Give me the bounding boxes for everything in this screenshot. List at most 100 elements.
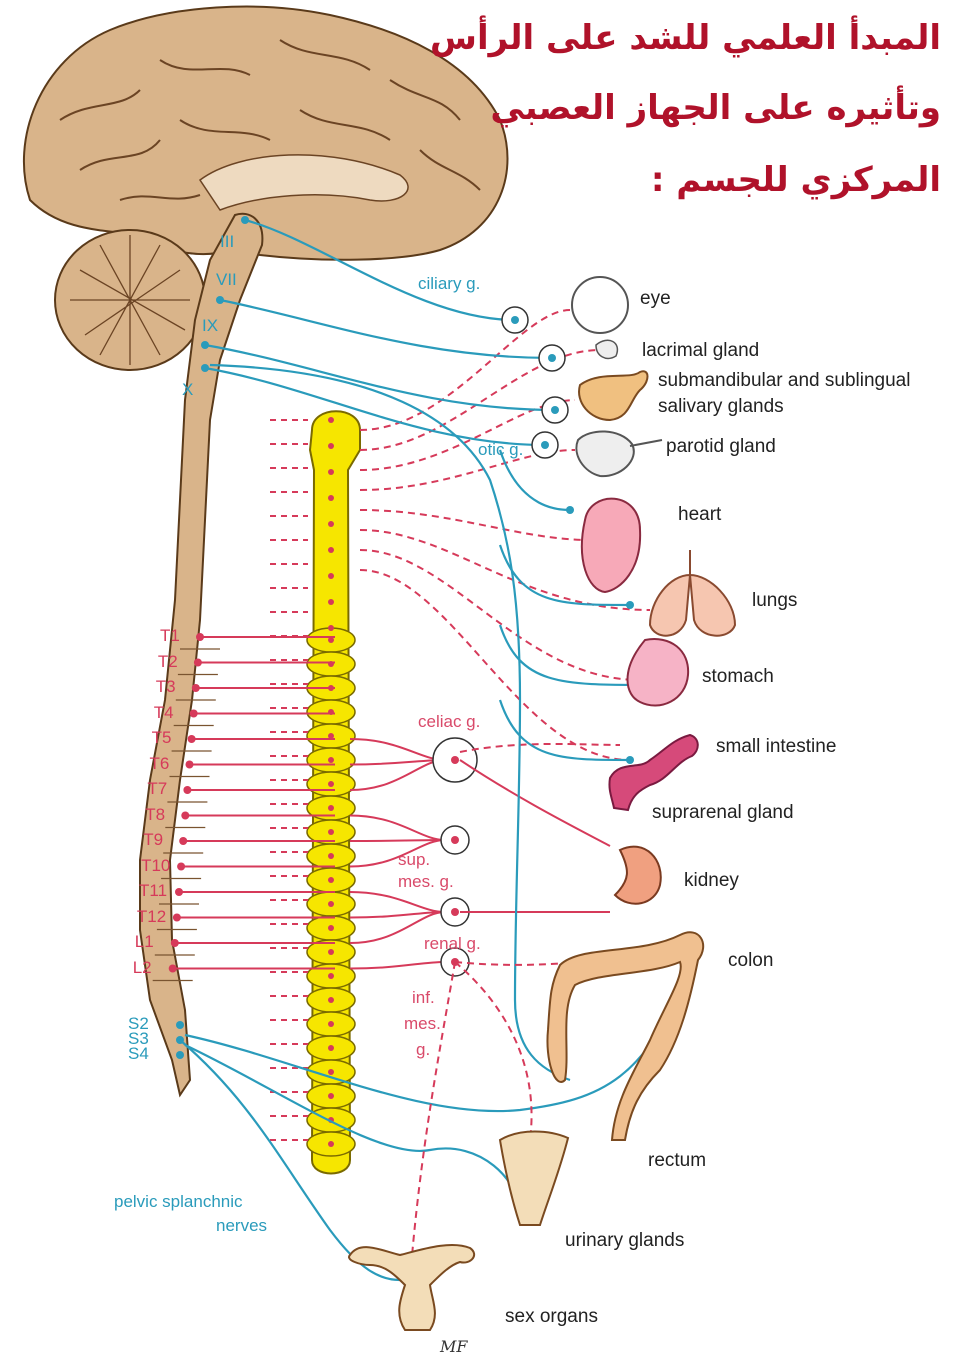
otic-ganglion-label: otic g. xyxy=(478,440,523,460)
chain-ganglion-dot xyxy=(328,781,334,787)
eye-organ xyxy=(572,277,628,333)
organ-terminal xyxy=(626,601,634,609)
chain-ganglion-dot xyxy=(328,901,334,907)
spinal-segment-label: T10 xyxy=(141,856,170,876)
spinal-segment-label: T1 xyxy=(160,626,180,646)
cranial-parasympathetic xyxy=(205,345,555,410)
cerebellum xyxy=(55,230,205,370)
chain-ganglion-dot xyxy=(328,469,334,475)
title-line-2: وتأثيره على الجهاز العصبي xyxy=(490,88,941,128)
small-intestine-organ xyxy=(609,735,697,810)
inf-mes-ganglion-label-2: mes. xyxy=(404,1014,441,1034)
splanchnic-fiber xyxy=(350,739,445,760)
signature-mark: MF xyxy=(439,1337,468,1356)
rectum-label: rectum xyxy=(648,1150,706,1172)
sympathetic-pelvic xyxy=(410,962,455,1280)
kidney-organ xyxy=(615,847,661,904)
ganglion-dot xyxy=(451,836,459,844)
spinal-segment-label: T8 xyxy=(145,805,165,825)
chain-ganglion-dot xyxy=(328,925,334,931)
chain-ganglion-dot xyxy=(328,757,334,763)
pelvic-nerve-sex xyxy=(180,1040,400,1280)
sympathetic-dashed xyxy=(360,570,630,760)
lungs-label: lungs xyxy=(752,590,797,612)
stomach-label: stomach xyxy=(702,666,774,688)
lungs-organ xyxy=(650,550,735,636)
colon-label: colon xyxy=(728,950,773,972)
chain-ganglion-dot xyxy=(328,521,334,527)
colon-organ xyxy=(547,932,703,1140)
small-intestine-label: small intestine xyxy=(716,736,836,758)
chain-ganglion-dot xyxy=(328,1093,334,1099)
spinal-segment-label: T9 xyxy=(143,830,163,850)
submandibular-label-2: salivary glands xyxy=(658,396,784,418)
chain-ganglion-dot xyxy=(328,949,334,955)
chain-ganglion-dot xyxy=(328,829,334,835)
ganglion-dot xyxy=(451,756,459,764)
parotid-organ xyxy=(576,431,662,476)
cranial-nerve-label: IX xyxy=(202,316,218,336)
suprarenal-gland-label: suprarenal gland xyxy=(652,802,794,824)
lacrimal-gland-label: lacrimal gland xyxy=(642,340,759,362)
sup-mes-ganglion-label-2: mes. g. xyxy=(398,872,454,892)
pelvic-splanchnic-label-2: nerves xyxy=(216,1216,267,1236)
chain-ganglion-dot xyxy=(328,877,334,883)
chain-ganglion-dot xyxy=(328,417,334,423)
sympathetic-bladder xyxy=(455,962,532,1140)
submandibular-label-1: submandibular and sublingual xyxy=(658,370,910,392)
chain-ganglion-dot xyxy=(328,573,334,579)
vagus-nerve xyxy=(210,365,570,1080)
submandibular-organ xyxy=(579,371,647,420)
chain-ganglion-dot xyxy=(328,1021,334,1027)
organ-terminal xyxy=(566,506,574,514)
inf-mes-ganglion-label-3: g. xyxy=(416,1040,430,1060)
splanchnic-fiber xyxy=(350,816,445,841)
title-line-3: المركزي للجسم : xyxy=(651,160,941,200)
celiac-to-organ xyxy=(460,760,610,846)
sympathetic-dashed xyxy=(360,510,590,540)
ganglion-dot xyxy=(511,316,519,324)
spinal-segment-label: T6 xyxy=(150,754,170,774)
spinal-segment-label: T12 xyxy=(137,907,166,927)
sex-organ xyxy=(349,1245,474,1330)
spinal-segment-label: T4 xyxy=(154,703,174,723)
cranial-nerve-label: III xyxy=(220,232,234,252)
sup-mes-ganglion-label-1: sup. xyxy=(398,850,430,870)
spinal-segment-label: T5 xyxy=(152,728,172,748)
splanchnic-fiber xyxy=(350,840,445,841)
cranial-nerve-label: VII xyxy=(216,270,237,290)
cranial-nerve-label: X xyxy=(182,380,193,400)
chain-ganglion-dot xyxy=(328,805,334,811)
chain-ganglion-dot xyxy=(328,853,334,859)
spinal-segment-label: T2 xyxy=(158,652,178,672)
lacrimal-organ xyxy=(596,340,617,358)
sacral-nucleus xyxy=(176,1051,184,1059)
spinal-segment-label: L1 xyxy=(135,932,154,952)
stomach-organ xyxy=(628,639,689,705)
ciliary-ganglion-label: ciliary g. xyxy=(418,274,480,294)
ganglion-dot xyxy=(541,441,549,449)
spinal-segment-label: T11 xyxy=(139,881,167,901)
kidney-label: kidney xyxy=(684,870,739,892)
eye-label: eye xyxy=(640,288,671,310)
cranial-parasympathetic xyxy=(220,300,552,358)
chain-ganglion-dot xyxy=(328,547,334,553)
chain-ganglion-dot xyxy=(328,997,334,1003)
splanchnic-fiber xyxy=(350,962,445,969)
ganglion-dot xyxy=(548,354,556,362)
pelvic-nerve-colon xyxy=(185,960,690,1111)
chain-ganglion-dot xyxy=(328,443,334,449)
chain-ganglion-dot xyxy=(328,973,334,979)
chain-ganglion-dot xyxy=(328,1069,334,1075)
sacral-nucleus xyxy=(176,1021,184,1029)
renal-ganglion-label: renal g. xyxy=(424,934,481,954)
inf-mes-ganglion-label-1: inf. xyxy=(412,988,435,1008)
chain-ganglion-dot xyxy=(328,495,334,501)
celiac-ganglion-label: celiac g. xyxy=(418,712,480,732)
parotid-gland-label: parotid gland xyxy=(666,436,776,458)
organ-terminal xyxy=(626,756,634,764)
heart-organ xyxy=(582,499,640,592)
splanchnic-fiber xyxy=(350,892,445,912)
